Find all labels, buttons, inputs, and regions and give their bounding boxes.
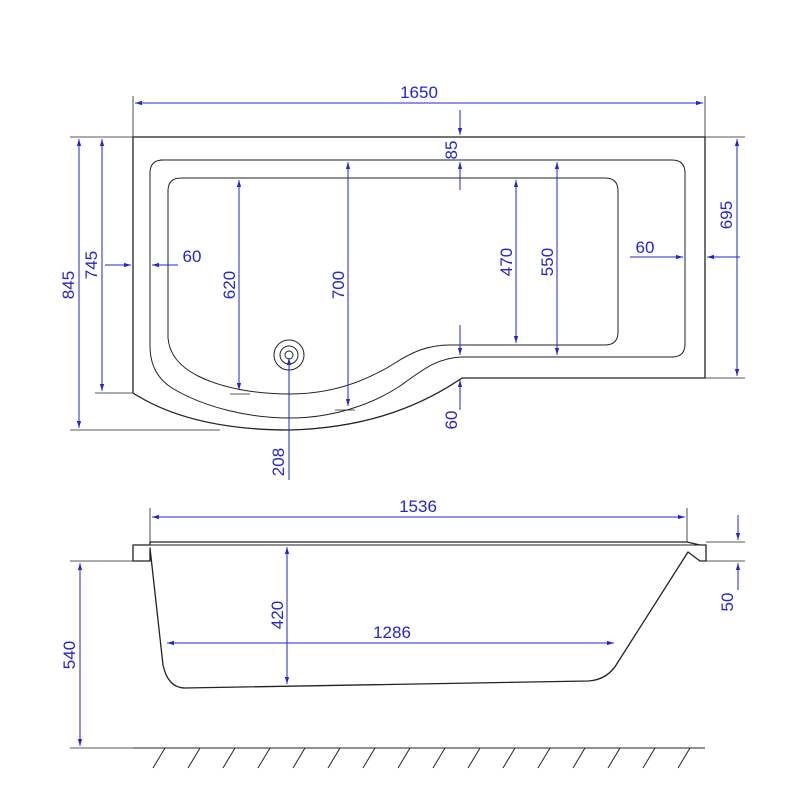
dim-label-50: 50 [718, 593, 737, 612]
dim-label-745: 745 [82, 251, 101, 279]
dim-label-60-left: 60 [183, 247, 202, 266]
basin-floor-outline [167, 177, 619, 395]
dim-label-620: 620 [220, 271, 239, 299]
floor-hatch [133, 747, 705, 769]
dim-label-85: 85 [442, 141, 461, 160]
dim-label-470: 470 [497, 248, 516, 276]
bath-outer-outline [132, 136, 706, 431]
dim-label-1286: 1286 [373, 623, 411, 642]
dim-label-208: 208 [269, 448, 288, 476]
dim-label-1536: 1536 [399, 497, 437, 516]
top-view: 1650 85 845 745 60 620 700 470 550 60 [59, 83, 745, 480]
basin-rim-outline [149, 159, 686, 419]
dim-label-540: 540 [60, 641, 79, 669]
bath-side-outline [132, 541, 707, 689]
dim-label-700: 700 [329, 271, 348, 299]
dim-label-60-step: 60 [442, 411, 461, 430]
dim-label-420: 420 [268, 601, 287, 629]
dim-label-695: 695 [717, 201, 736, 229]
dim-label-845: 845 [59, 271, 78, 299]
dim-label-1650: 1650 [400, 83, 438, 102]
dim-label-550: 550 [538, 248, 557, 276]
dim-label-60-right: 60 [636, 238, 655, 257]
side-view: 1536 420 1286 540 50 [60, 497, 745, 769]
